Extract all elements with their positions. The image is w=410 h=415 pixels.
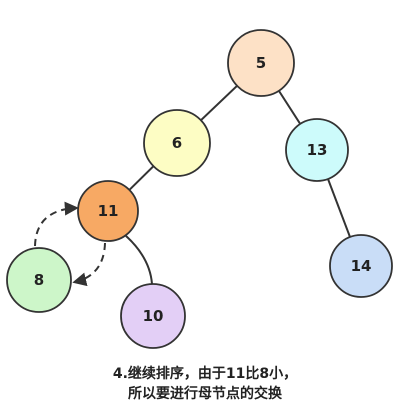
tree-node-6: 6 <box>143 109 211 177</box>
node-circle <box>6 247 72 313</box>
swap-arrow-n11-n8 <box>72 242 106 287</box>
tree-node-5: 5 <box>227 29 295 97</box>
node-label: 5 <box>256 54 266 72</box>
tree-node-11: 11 <box>77 180 139 242</box>
node-circle <box>227 29 295 97</box>
node-circle <box>285 118 349 182</box>
node-label: 11 <box>98 202 119 220</box>
node-circle <box>120 283 186 349</box>
node-label: 14 <box>351 257 372 275</box>
tree-node-8: 8 <box>6 247 72 313</box>
swap-arrows <box>34 201 106 287</box>
tree-node-13: 13 <box>285 118 349 182</box>
node-label: 10 <box>143 307 164 325</box>
node-label: 13 <box>307 141 328 159</box>
node-circle <box>329 234 393 298</box>
node-circle <box>143 109 211 177</box>
node-circle <box>77 180 139 242</box>
caption-line-2: 所以要进行母节点的交换 <box>128 386 282 402</box>
edge-n11-n10 <box>125 235 153 285</box>
node-label: 8 <box>34 271 44 289</box>
node-label: 6 <box>172 134 182 152</box>
tree-node-10: 10 <box>120 283 186 349</box>
tree-node-14: 14 <box>329 234 393 298</box>
swap-arrow-n8-n11 <box>34 201 79 247</box>
tree-nodes: 5 6 13 11 14 8 10 <box>6 29 393 349</box>
caption-line-1: 4.继续排序，由于11比8小， <box>112 366 298 382</box>
